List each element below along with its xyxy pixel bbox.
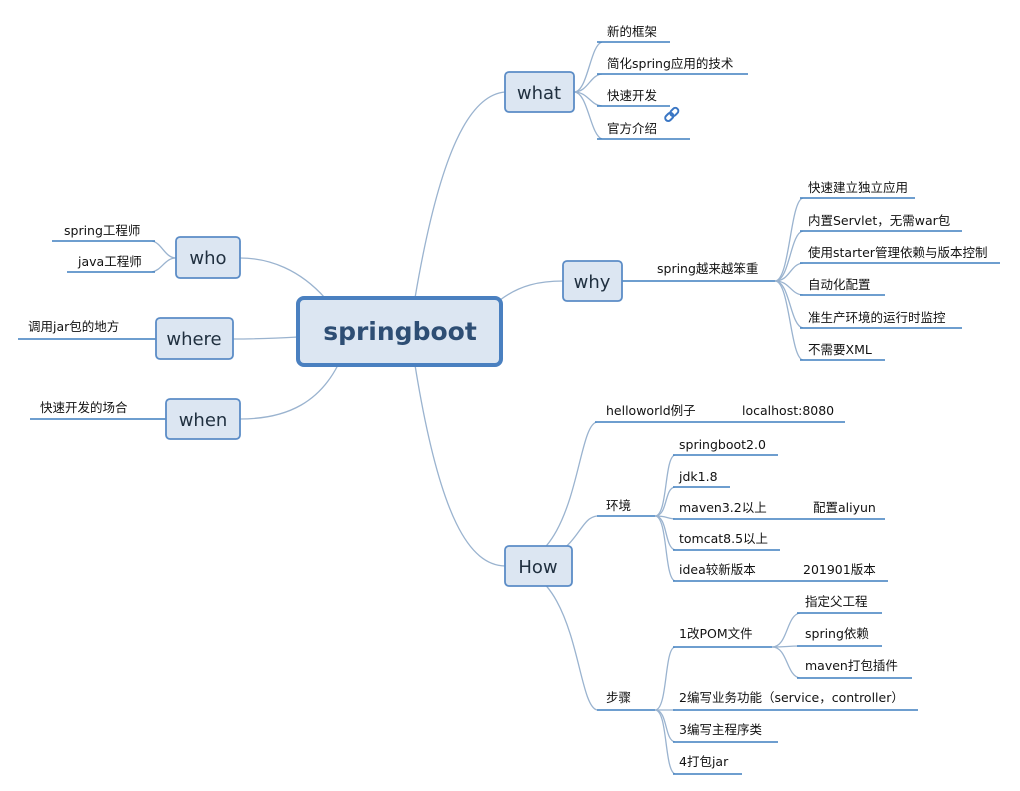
- step-1: 1改POM文件: [679, 626, 753, 641]
- connector-root-who: [239, 257, 326, 299]
- topic-why-label: why: [574, 272, 611, 293]
- topic-where-label: where: [166, 329, 221, 350]
- topic-when[interactable]: [165, 398, 241, 440]
- topic-why[interactable]: [562, 260, 623, 302]
- root-topic[interactable]: [296, 296, 503, 367]
- why-item-3: 使用starter管理依赖与版本控制: [808, 245, 987, 260]
- why-item-5: 准生产环境的运行时监控: [808, 310, 946, 325]
- who-item-2: java工程师: [77, 254, 142, 269]
- connector-root-when: [239, 364, 339, 420]
- topic-how[interactable]: [504, 545, 573, 587]
- env-item-3: maven3.2以上: [679, 500, 767, 515]
- step-3: 3编写主程序类: [679, 722, 762, 737]
- root-topic-label: springboot: [323, 317, 477, 346]
- why-group-label: spring越来越笨重: [657, 261, 758, 276]
- where-item-1: 调用jar包的地方: [28, 319, 119, 334]
- connector-root-where: [232, 336, 299, 340]
- env-item-5: idea较新版本: [679, 562, 756, 577]
- what-item-4: 官方介绍: [607, 121, 657, 136]
- topic-who[interactable]: [175, 236, 241, 279]
- env-item-2: jdk1.8: [678, 469, 718, 484]
- what-item-1: 新的框架: [607, 24, 657, 39]
- connector-root-why: [499, 280, 564, 301]
- branch-who: who spring工程师 java工程师: [52, 223, 241, 279]
- root-node: springboot: [296, 296, 503, 367]
- root-connectors: [232, 91, 564, 567]
- step1-child-3: maven打包插件: [805, 658, 898, 673]
- step-2: 2编写业务功能（service，controller）: [679, 690, 904, 705]
- connector-root-what: [414, 91, 506, 299]
- why-item-6: 不需要XML: [808, 342, 872, 357]
- env-maven-child: 配置aliyun: [813, 500, 876, 515]
- step1-child-2: spring依赖: [805, 626, 869, 641]
- what-item-3: 快速开发: [607, 88, 658, 103]
- when-item-1: 快速开发的场合: [40, 400, 128, 415]
- env-item-4: tomcat8.5以上: [679, 531, 768, 546]
- what-item-2: 简化spring应用的技术: [607, 56, 734, 71]
- branch-why: why spring越来越笨重 快速建立独立应用 内置Servlet，无需war…: [562, 180, 1000, 361]
- link-icon[interactable]: [664, 106, 680, 123]
- branch-where: where 调用jar包的地方: [18, 317, 234, 360]
- topic-who-label: who: [189, 248, 226, 269]
- branch-when: when 快速开发的场合: [30, 398, 241, 440]
- why-item-1: 快速建立独立应用: [808, 180, 908, 195]
- env-idea-child: 201901版本: [803, 562, 876, 577]
- topic-when-label: when: [179, 410, 228, 431]
- topic-how-label: How: [518, 557, 557, 578]
- branch-what: what 新的框架 简化spring应用的技术 快速开发 官方介绍: [504, 24, 748, 140]
- env-item-1: springboot2.0: [679, 437, 766, 452]
- how-helloworld: helloworld例子: [606, 403, 696, 418]
- how-steps-label: 步骤: [606, 690, 631, 705]
- step1-child-1: 指定父工程: [805, 594, 868, 609]
- why-item-2: 内置Servlet，无需war包: [808, 213, 950, 228]
- connector-root-how: [414, 364, 506, 567]
- how-helloworld-child: localhost:8080: [742, 403, 834, 418]
- step-4: 4打包jar: [679, 754, 729, 769]
- who-item-1: spring工程师: [64, 223, 140, 238]
- how-env-label: 环境: [606, 498, 631, 513]
- topic-what-label: what: [517, 83, 561, 104]
- branch-how: How helloworld例子 localhost:8080 环境 sprin…: [504, 403, 918, 775]
- why-item-4: 自动化配置: [808, 277, 871, 292]
- topic-where[interactable]: [155, 317, 234, 360]
- topic-what[interactable]: [504, 71, 575, 113]
